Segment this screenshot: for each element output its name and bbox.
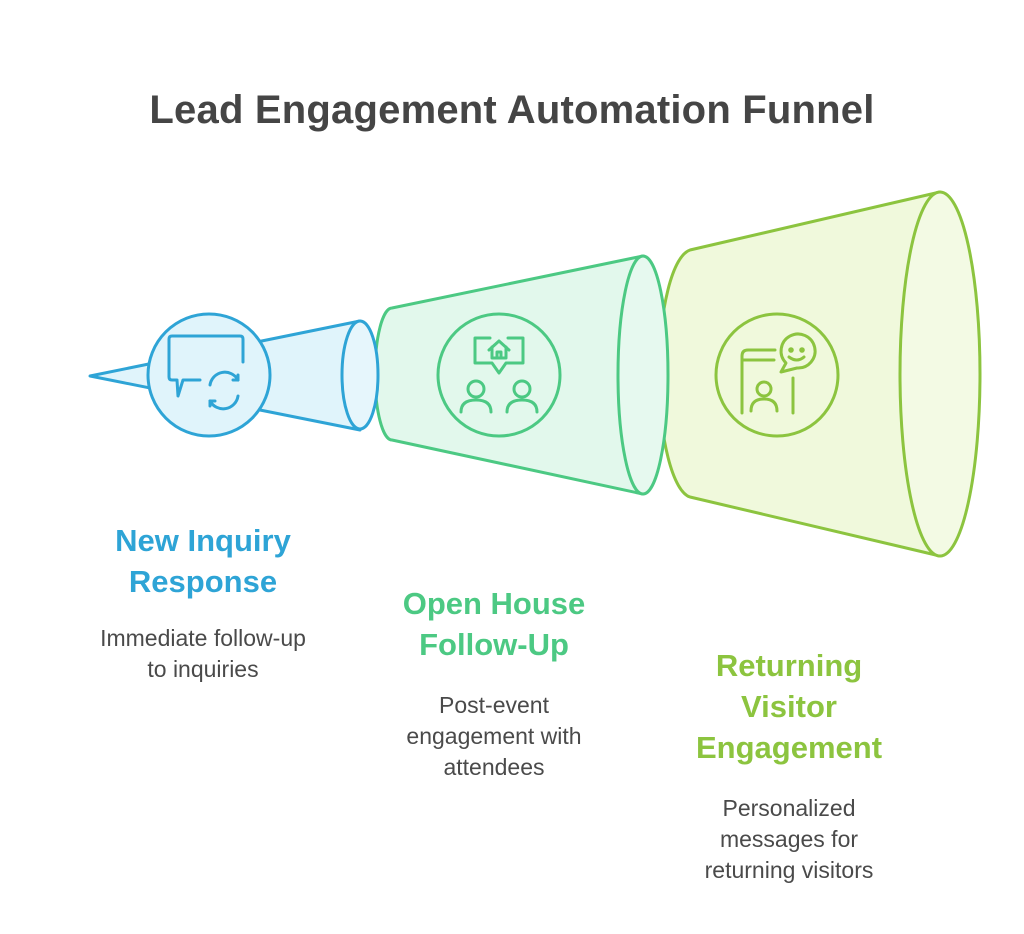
stage-2-description-line: engagement with [406,723,582,749]
icon-circle-stage-3 [714,312,840,438]
stage-1-heading-line: Response [128,564,278,599]
stage-2-description-line: Post-event [439,692,549,718]
stage-3-heading-line: Visitor [741,689,837,724]
stage-3-description-line: returning visitors [704,857,874,883]
funnel-stage-3-rim [898,190,982,558]
stage-2-description-line: attendees [443,754,545,780]
icon-circle-stage-2 [436,312,562,438]
stage-3-description: Personalized messages for returning visi… [654,793,924,886]
chat-refresh-icon [167,334,245,411]
stage-1-description: Immediate follow-up to inquiries [63,623,343,685]
stage-3-heading-line: Returning [715,648,863,683]
stage-1-description-line: to inquiries [147,656,259,682]
funnel-stage-2-rim [616,254,670,496]
stage-3-heading-line: Engagement [695,730,883,765]
stage-2-heading: Open House Follow-Up [374,583,614,665]
stage-3-description-line: messages for [719,826,859,852]
funnel-stage-1-rim [340,319,380,431]
stage-2-heading-line: Follow-Up [419,627,569,662]
stage-1-heading-line: New Inquiry [115,523,291,558]
stage-1-description-line: Immediate follow-up [100,625,306,651]
returning-visitor-icon [740,332,817,415]
stage-1-heading: New Inquiry Response [83,520,323,602]
open-house-meeting-icon [459,336,539,414]
stage-3-description-line: Personalized [722,795,856,821]
icon-circle-stage-1 [146,312,272,438]
stage-2-heading-line: Open House [402,586,586,621]
stage-3-heading: Returning Visitor Engagement [654,645,924,768]
stage-2-description: Post-event engagement with attendees [364,690,624,783]
page-title: Lead Engagement Automation Funnel [149,88,875,132]
